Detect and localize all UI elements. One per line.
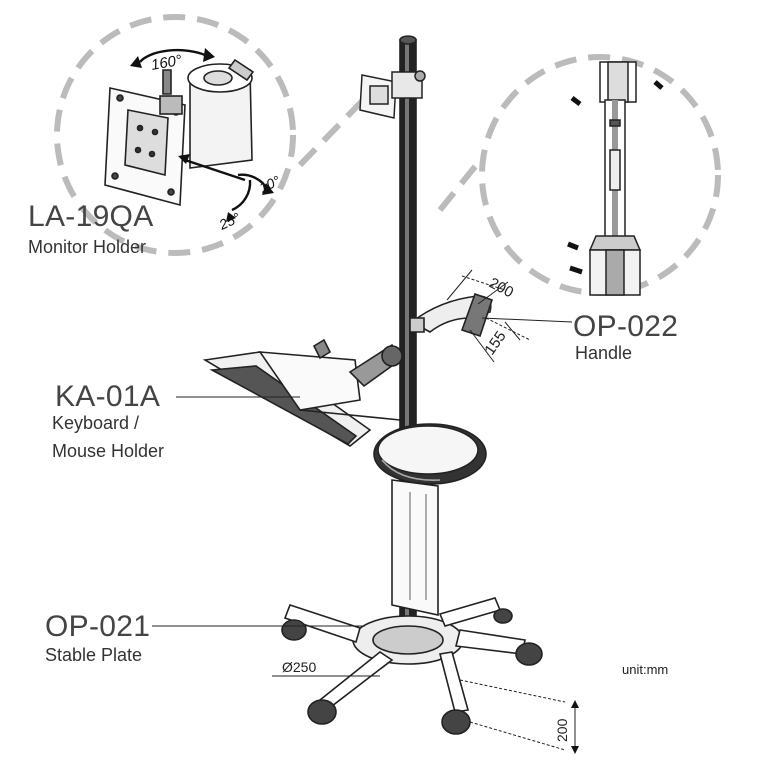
keyboard-holder-name-line1: Keyboard / [52, 413, 140, 433]
base-dimension-lines [272, 675, 576, 752]
handle-width-dimension: 200 [486, 275, 516, 302]
lower-column [391, 479, 439, 616]
handle-detail-bubble [437, 54, 721, 296]
cart-base [283, 597, 526, 713]
pole-closeup [588, 61, 642, 296]
tilt-up-label: 10° [257, 172, 283, 196]
stable-plate-name: Stable Plate [45, 645, 143, 665]
monitor-holder-name: Monitor Holder [28, 237, 147, 257]
unit-label: unit:mm [622, 662, 669, 677]
tilt-down-label: 25° [216, 209, 243, 233]
keyboard-holder-name-line2: Mouse Holder [52, 441, 165, 461]
rotation-angle-label: 160° [150, 52, 184, 74]
casters [281, 608, 543, 735]
arrow-heads [130, 48, 274, 222]
keyboard-holder-code: KA-01A [55, 380, 161, 413]
keyboard-tray [202, 338, 403, 447]
seat-pad [373, 423, 487, 485]
monitor-holder-detail-bubble [54, 14, 371, 256]
handle [409, 292, 494, 338]
handle-depth-dimension: 155 [481, 328, 509, 358]
monitor-mount [359, 70, 426, 119]
handle-dimension-lines [446, 269, 531, 363]
handle-code: OP-022 [573, 310, 679, 343]
base-height-dimension: 200 [554, 718, 570, 742]
monitor-holder-closeup [104, 58, 255, 207]
handle-leader-line [481, 317, 573, 323]
stable-plate-code: OP-021 [45, 610, 151, 643]
monitor-holder-code: LA-19QA [28, 200, 154, 233]
plate-diameter-dimension: Ø250 [282, 659, 316, 675]
handle-name: Handle [575, 343, 633, 363]
height-arrow-heads [571, 700, 579, 754]
detail-marks [567, 80, 664, 275]
